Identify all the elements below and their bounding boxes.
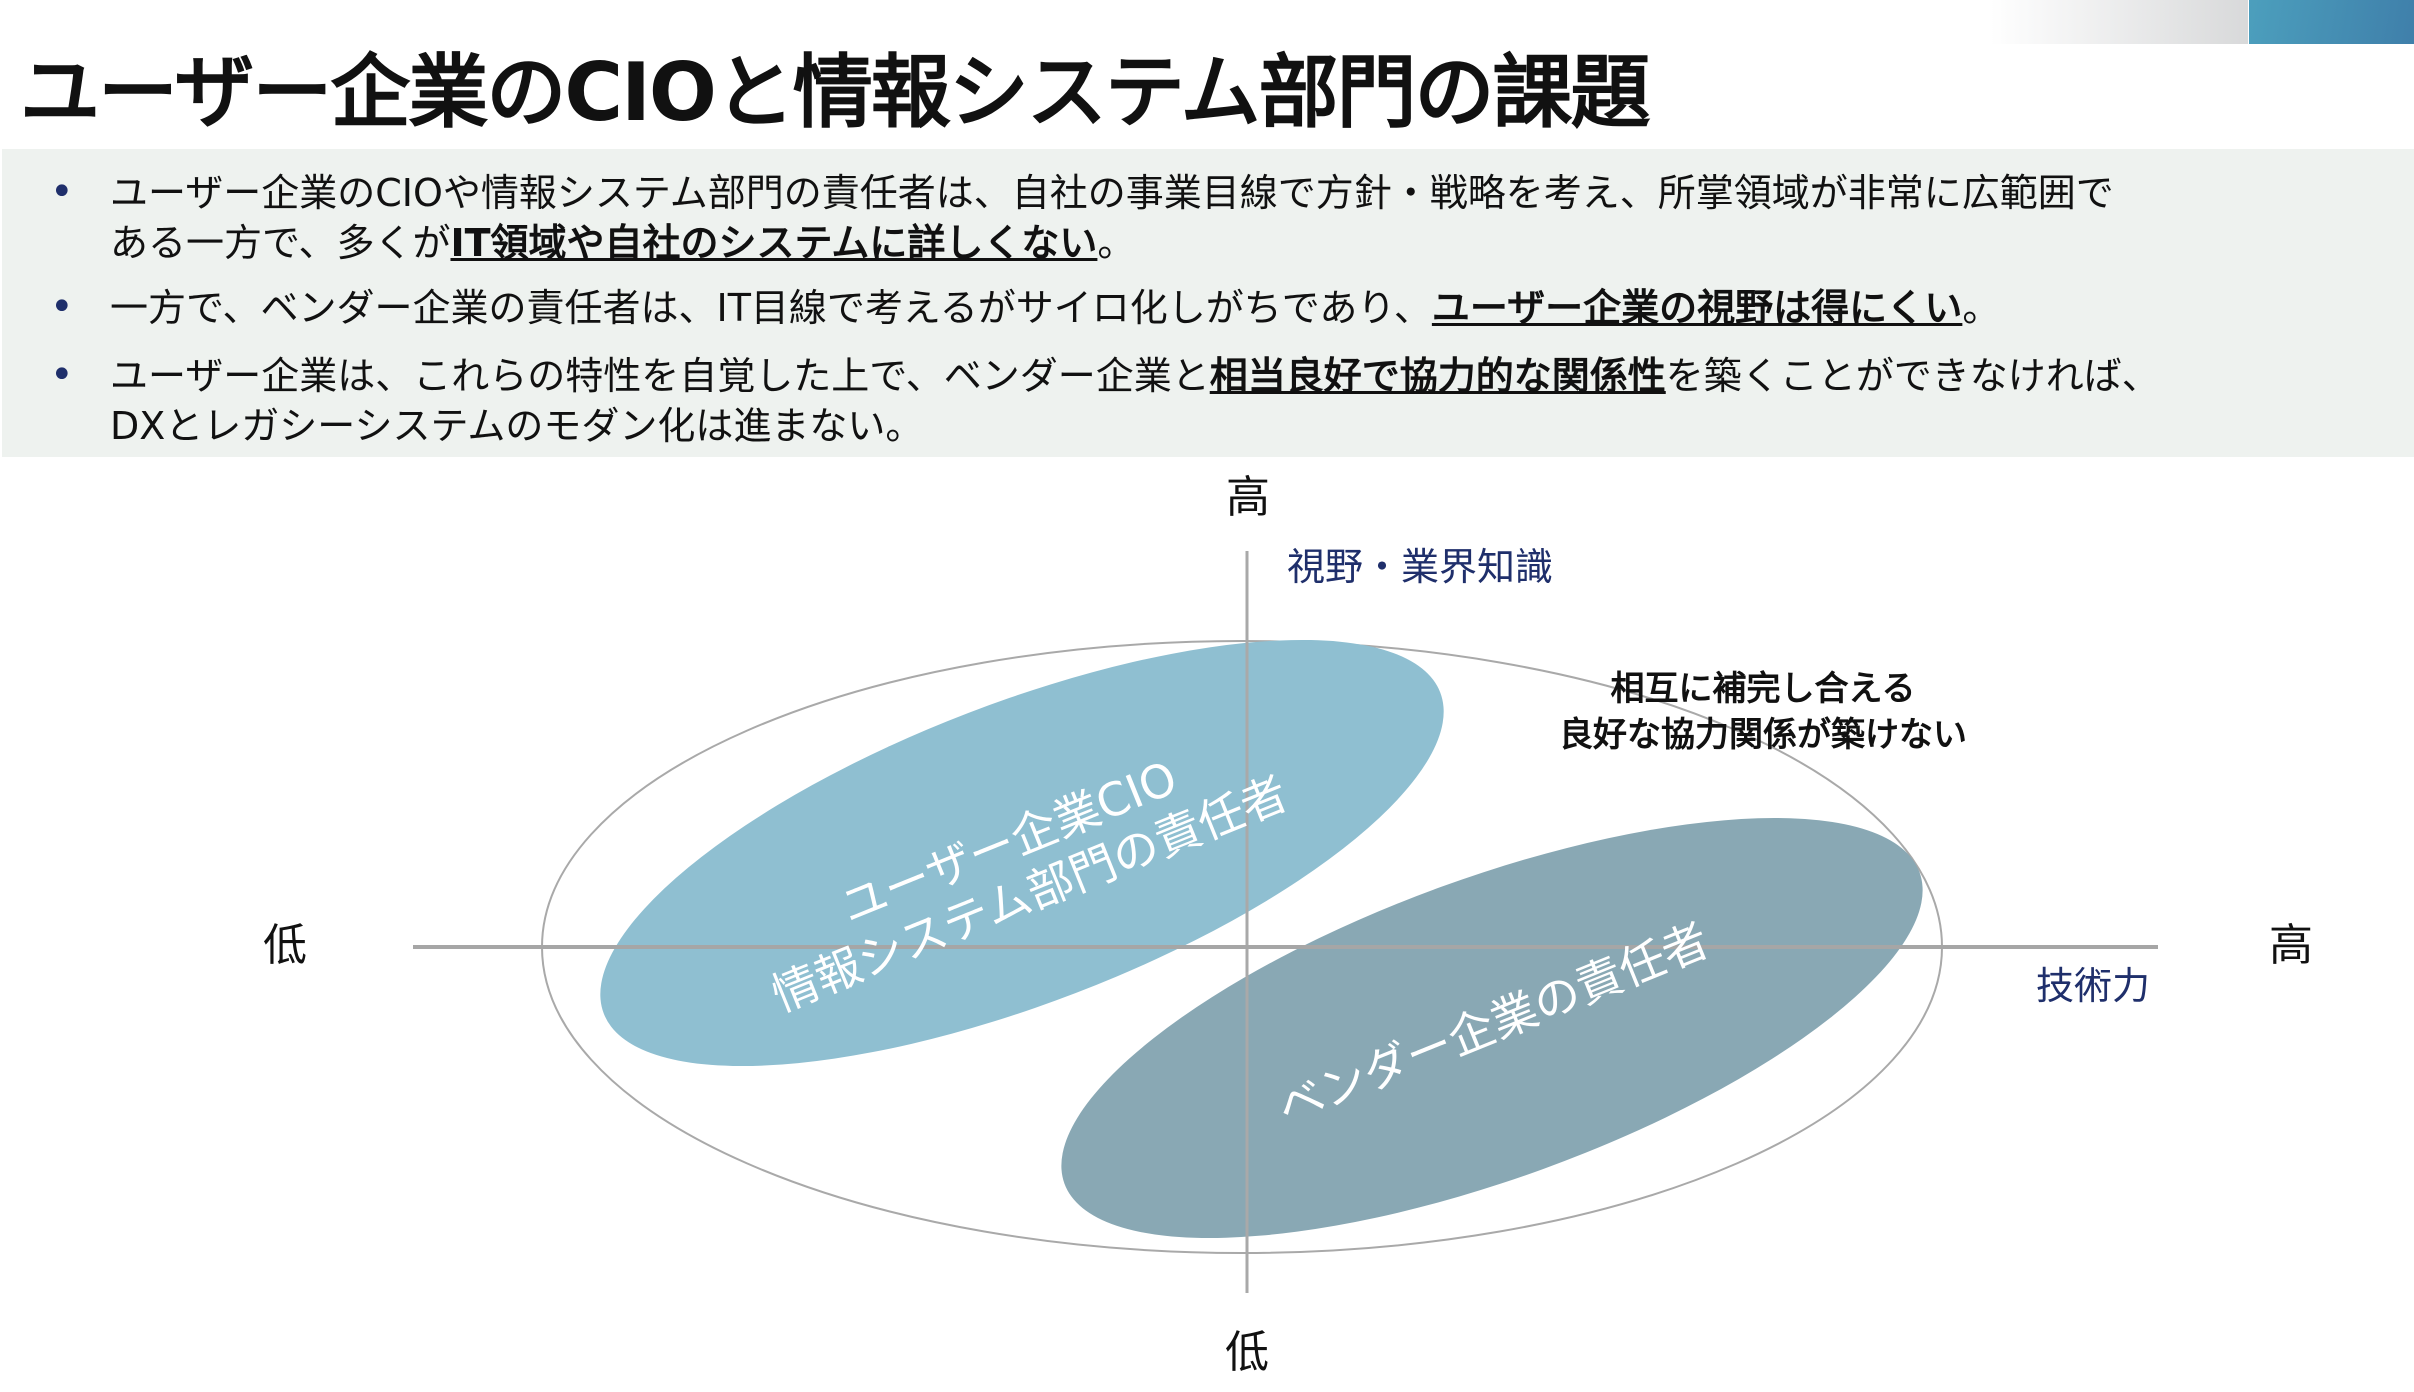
x-axis-high-label: 高 [2269,920,2313,971]
emphasis-text: ユーザー企業の視野は得にくい [1431,286,1963,330]
header-decoration-bar [2249,0,2414,44]
vendor-ellipse [1061,818,1923,1238]
bullet-text-1: ユーザー企業のCIOや情報システム部門の責任者は、自社の事業目線で方針・戦略を考… [110,168,2390,268]
header-decoration-gradient [1990,0,2248,44]
y-axis-low-label: 低 [1225,1327,1269,1378]
note-line-2: 良好な協力関係が築けない [1559,715,1967,755]
bullet-text-3: ユーザー企業は、これらの特性を自覚した上で、ベンダー企業と相当良好で協力的な関係… [110,351,2390,451]
emphasis-text: IT領域や自社のシステムに詳しくない [450,221,1098,265]
text: ユーザー企業のCIOや情報システム部門の責任者は、自社の事業目線で方針・戦略を考… [110,171,2114,215]
text: 。 [1097,221,1136,265]
text: 一方で、ベンダー企業の責任者は、IT目線で考えるがサイロ化しがちであり、 [110,286,1432,330]
emphasis-text: 相当良好で協力的な関係性 [1209,354,1666,398]
text: ある一方で、多くが [110,221,451,265]
bullet-text-2: 一方で、ベンダー企業の責任者は、IT目線で考えるがサイロ化しがちであり、ユーザー… [110,283,2390,333]
text: を築くことができなければ、 [1665,354,2160,398]
bullet-icon: • [50,169,74,215]
text: 。 [1962,286,2001,330]
x-axis-low-label: 低 [263,920,307,971]
page-title: ユーザー企業のCIOと情報システム部門の課題 [20,46,1650,139]
bullet-icon: • [50,352,74,398]
user-cio-ellipse [600,639,1444,1067]
x-axis-title: 技術力 [2036,964,2150,1008]
text: DXとレガシーシステムのモダン化は進まない。 [110,404,924,448]
y-axis-high-label: 高 [1226,472,1270,523]
bullet-icon: • [50,284,74,330]
note-line-1: 相互に補完し合える [1611,669,1916,709]
text: ユーザー企業は、これらの特性を自覚した上で、ベンダー企業と [110,354,1210,398]
y-axis-title: 視野・業界知識 [1287,545,1553,589]
summary-box: • ユーザー企業のCIOや情報システム部門の責任者は、自社の事業目線で方針・戦略… [2,149,2414,457]
